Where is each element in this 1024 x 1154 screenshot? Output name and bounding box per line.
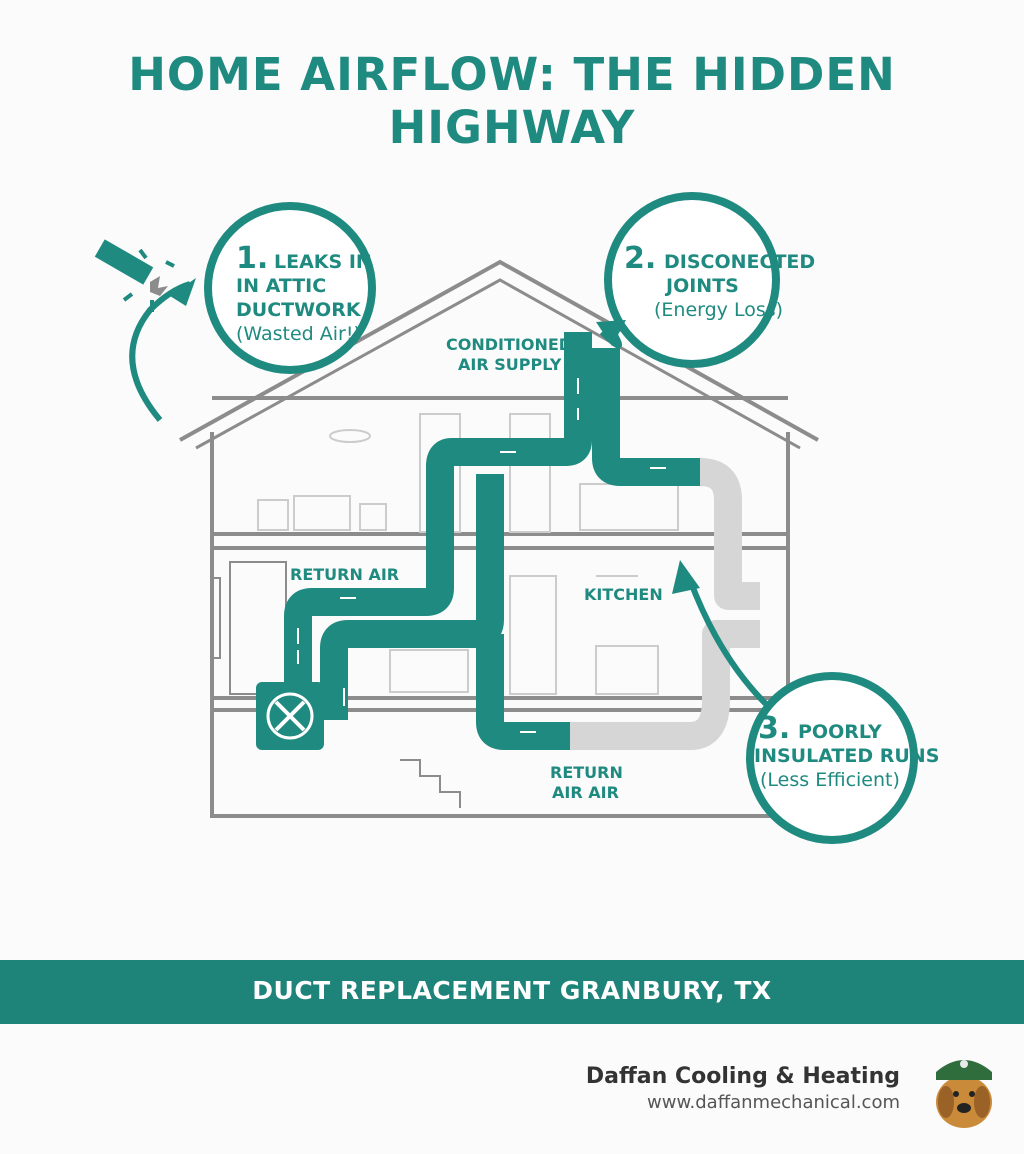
label-return-air-air-1: RETURN (550, 763, 623, 782)
brand-name: Daffan Cooling & Heating (585, 1064, 900, 1089)
banner-text: DUCT REPLACEMENT GRANBURY, TX (252, 976, 772, 1005)
hvac-unit-icon (256, 682, 324, 750)
callout-2-line3: (Energy Loss) (654, 299, 783, 321)
label-conditioned-2: AIR SUPPLY (458, 355, 562, 374)
ductwork (284, 332, 700, 750)
callout-1-number: 1. (236, 241, 268, 276)
callout-1 (129, 202, 376, 422)
callout-3-line2: INSULATED RUNS (754, 745, 939, 767)
bottom-banner (0, 960, 1024, 1024)
callout-3-number: 3. (758, 711, 790, 746)
airflow-diagram: 1. LEAKS IN IN ATTIC DUCTWORK (Wasted Ai… (94, 192, 939, 844)
label-return-air: RETURN AIR (290, 565, 399, 584)
callout-2-line1: DISCONECTED (664, 251, 815, 273)
gray-ductwork (570, 458, 760, 750)
callout-2 (596, 192, 780, 368)
brand-url[interactable]: www.daffanmechanical.com (647, 1092, 900, 1113)
callout-1-line4: (Wasted Air!) (236, 323, 361, 345)
callout-2-line2: JOINTS (664, 275, 739, 297)
label-return-air-air-2: AIR AIR (552, 783, 619, 802)
callout-1-line3: DUCTWORK (236, 299, 362, 321)
callout-2-number: 2. (624, 241, 656, 276)
callout-1-line1: LEAKS IN (274, 251, 372, 273)
leak-burst-icon (94, 239, 175, 312)
label-kitchen: KITCHEN (584, 585, 663, 604)
duct-arrows (297, 378, 666, 733)
callout-1-line2: IN ATTIC (236, 275, 326, 297)
callout-3-line3: (Less Efficient) (760, 769, 900, 791)
callout-3 (672, 560, 918, 844)
mascot-dog-icon (936, 1060, 992, 1128)
callout-3-line1: POORLY (798, 721, 882, 743)
label-conditioned-1: CONDITIONED (446, 335, 572, 354)
page-title: HOME AIRFLOW: THE HIDDEN HIGHWAY (128, 48, 896, 154)
